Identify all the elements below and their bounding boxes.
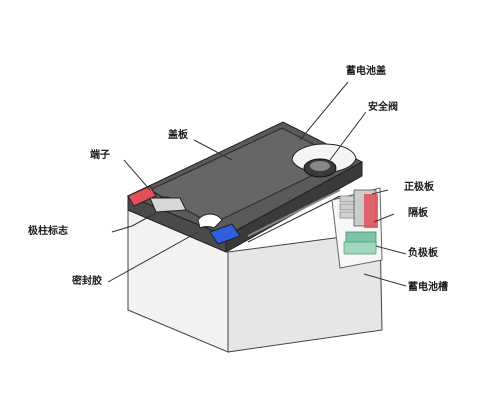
- label-cover-plate: 盖板: [168, 130, 188, 141]
- label-battery-case-cover: 蓄电池盖: [346, 66, 386, 77]
- plate-stack: [339, 189, 378, 255]
- label-safety-valve: 安全阀: [368, 102, 398, 113]
- label-battery-case: 蓄电池槽: [408, 282, 448, 293]
- negative-terminal-marker: [209, 223, 241, 245]
- label-negative-plate: 负极板: [408, 248, 438, 259]
- label-positive-plate: 正极板: [404, 182, 434, 193]
- positive-terminal-marker: [127, 185, 157, 207]
- leader-lines: [107, 81, 407, 287]
- label-sealant: 密封胶: [72, 276, 102, 287]
- label-terminal: 端子: [90, 150, 110, 161]
- label-terminal-pole: 极柱标志: [28, 226, 68, 237]
- terminal-tab-right: [197, 213, 223, 229]
- label-separator: 隔板: [408, 208, 428, 219]
- terminal-tab: [149, 197, 187, 213]
